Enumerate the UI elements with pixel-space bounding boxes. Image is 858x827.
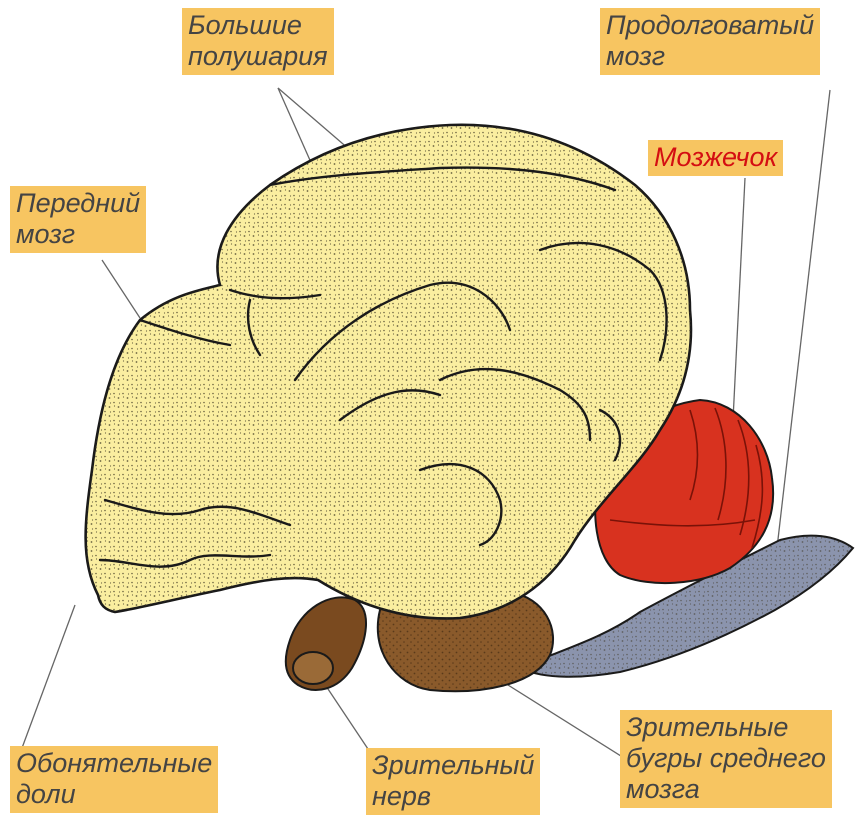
- label-hemispheres: Большие полушария: [182, 8, 334, 75]
- label-cerebellum: Мозжечок: [648, 140, 783, 176]
- label-optic-nerve-line1: Зрительный: [372, 750, 534, 781]
- label-midbrain-line1: Зрительные: [626, 712, 826, 743]
- label-olfactory-line2: доли: [16, 779, 212, 810]
- label-forebrain: Передний мозг: [10, 186, 146, 253]
- label-hemispheres-line1: Большие: [188, 10, 328, 41]
- label-medulla: Продолговатый мозг: [600, 8, 820, 75]
- label-midbrain-line3: мозга: [626, 774, 826, 805]
- label-olfactory-line1: Обонятельные: [16, 748, 212, 779]
- label-optic-nerve-line2: нерв: [372, 781, 534, 812]
- label-midbrain: Зрительные бугры среднего мозга: [620, 710, 832, 808]
- label-forebrain-line2: мозг: [16, 219, 140, 250]
- label-medulla-line1: Продолговатый: [606, 10, 814, 41]
- label-hemispheres-line2: полушария: [188, 41, 328, 72]
- label-optic-nerve: Зрительный нерв: [366, 748, 540, 815]
- label-midbrain-line2: бугры среднего: [626, 743, 826, 774]
- label-olfactory: Обонятельные доли: [10, 746, 218, 813]
- label-forebrain-line1: Передний: [16, 188, 140, 219]
- label-cerebellum-line1: Мозжечок: [654, 142, 777, 173]
- label-medulla-line2: мозг: [606, 41, 814, 72]
